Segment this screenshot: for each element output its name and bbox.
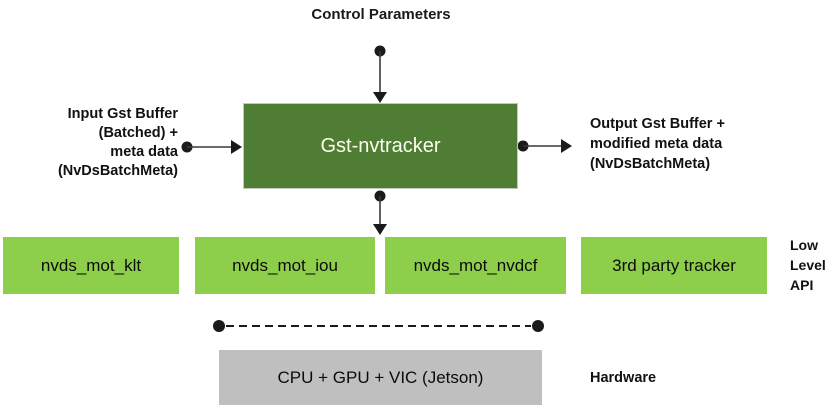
input-label-line-4: (NvDsBatchMeta) <box>57 163 178 179</box>
hardware-box: CPU + GPU + VIC (Jetson) <box>219 350 542 405</box>
control-parameters-label: Control Parameters <box>311 6 451 23</box>
nvds-mot-iou-label: nvds_mot_iou <box>232 255 338 275</box>
output-label-line-2: modified meta data <box>590 136 723 152</box>
output-label-line-3: (NvDsBatchMeta) <box>590 156 711 172</box>
gst-nvtracker-box-label: Gst-nvtracker <box>320 134 441 157</box>
output-gst-buffer-label: Output Gst Buffer + modified meta data (… <box>590 114 790 174</box>
output-label-line-1: Output Gst Buffer + <box>590 116 725 132</box>
control-parameters-arrow <box>373 45 387 103</box>
third-party-tracker-label: 3rd party tracker <box>612 255 736 275</box>
low-level-api-line-3: API <box>790 277 814 293</box>
nvds-mot-klt-label: nvds_mot_klt <box>40 255 142 275</box>
input-label-line-3: meta data <box>110 144 178 160</box>
low-level-api-line-2: Level <box>790 257 826 273</box>
nvds-mot-klt-box: nvds_mot_klt <box>3 237 179 294</box>
tracker-to-lowlevel-arrow <box>373 190 387 235</box>
hardware-label: Hardware <box>590 370 657 386</box>
nvds-mot-iou-box: nvds_mot_iou <box>195 237 375 294</box>
input-arrow <box>181 140 242 154</box>
hardware-box-label: CPU + GPU + VIC (Jetson) <box>277 367 484 387</box>
lowlevel-to-hardware-dashed-connector <box>213 320 544 332</box>
input-gst-buffer-label: Input Gst Buffer (Batched) + meta data (… <box>18 105 178 181</box>
low-level-api-line-1: Low <box>790 237 818 253</box>
output-arrow <box>517 139 572 153</box>
nvds-mot-nvdcf-label: nvds_mot_nvdcf <box>413 255 538 275</box>
input-label-line-2: (Batched) + <box>98 125 178 141</box>
nvds-mot-nvdcf-box: nvds_mot_nvdcf <box>385 237 566 294</box>
gst-nvtracker-box: Gst-nvtracker <box>243 103 518 189</box>
input-label-line-1: Input Gst Buffer <box>67 106 178 122</box>
low-level-api-label: Low Level API <box>790 235 840 295</box>
third-party-tracker-box: 3rd party tracker <box>581 237 767 294</box>
